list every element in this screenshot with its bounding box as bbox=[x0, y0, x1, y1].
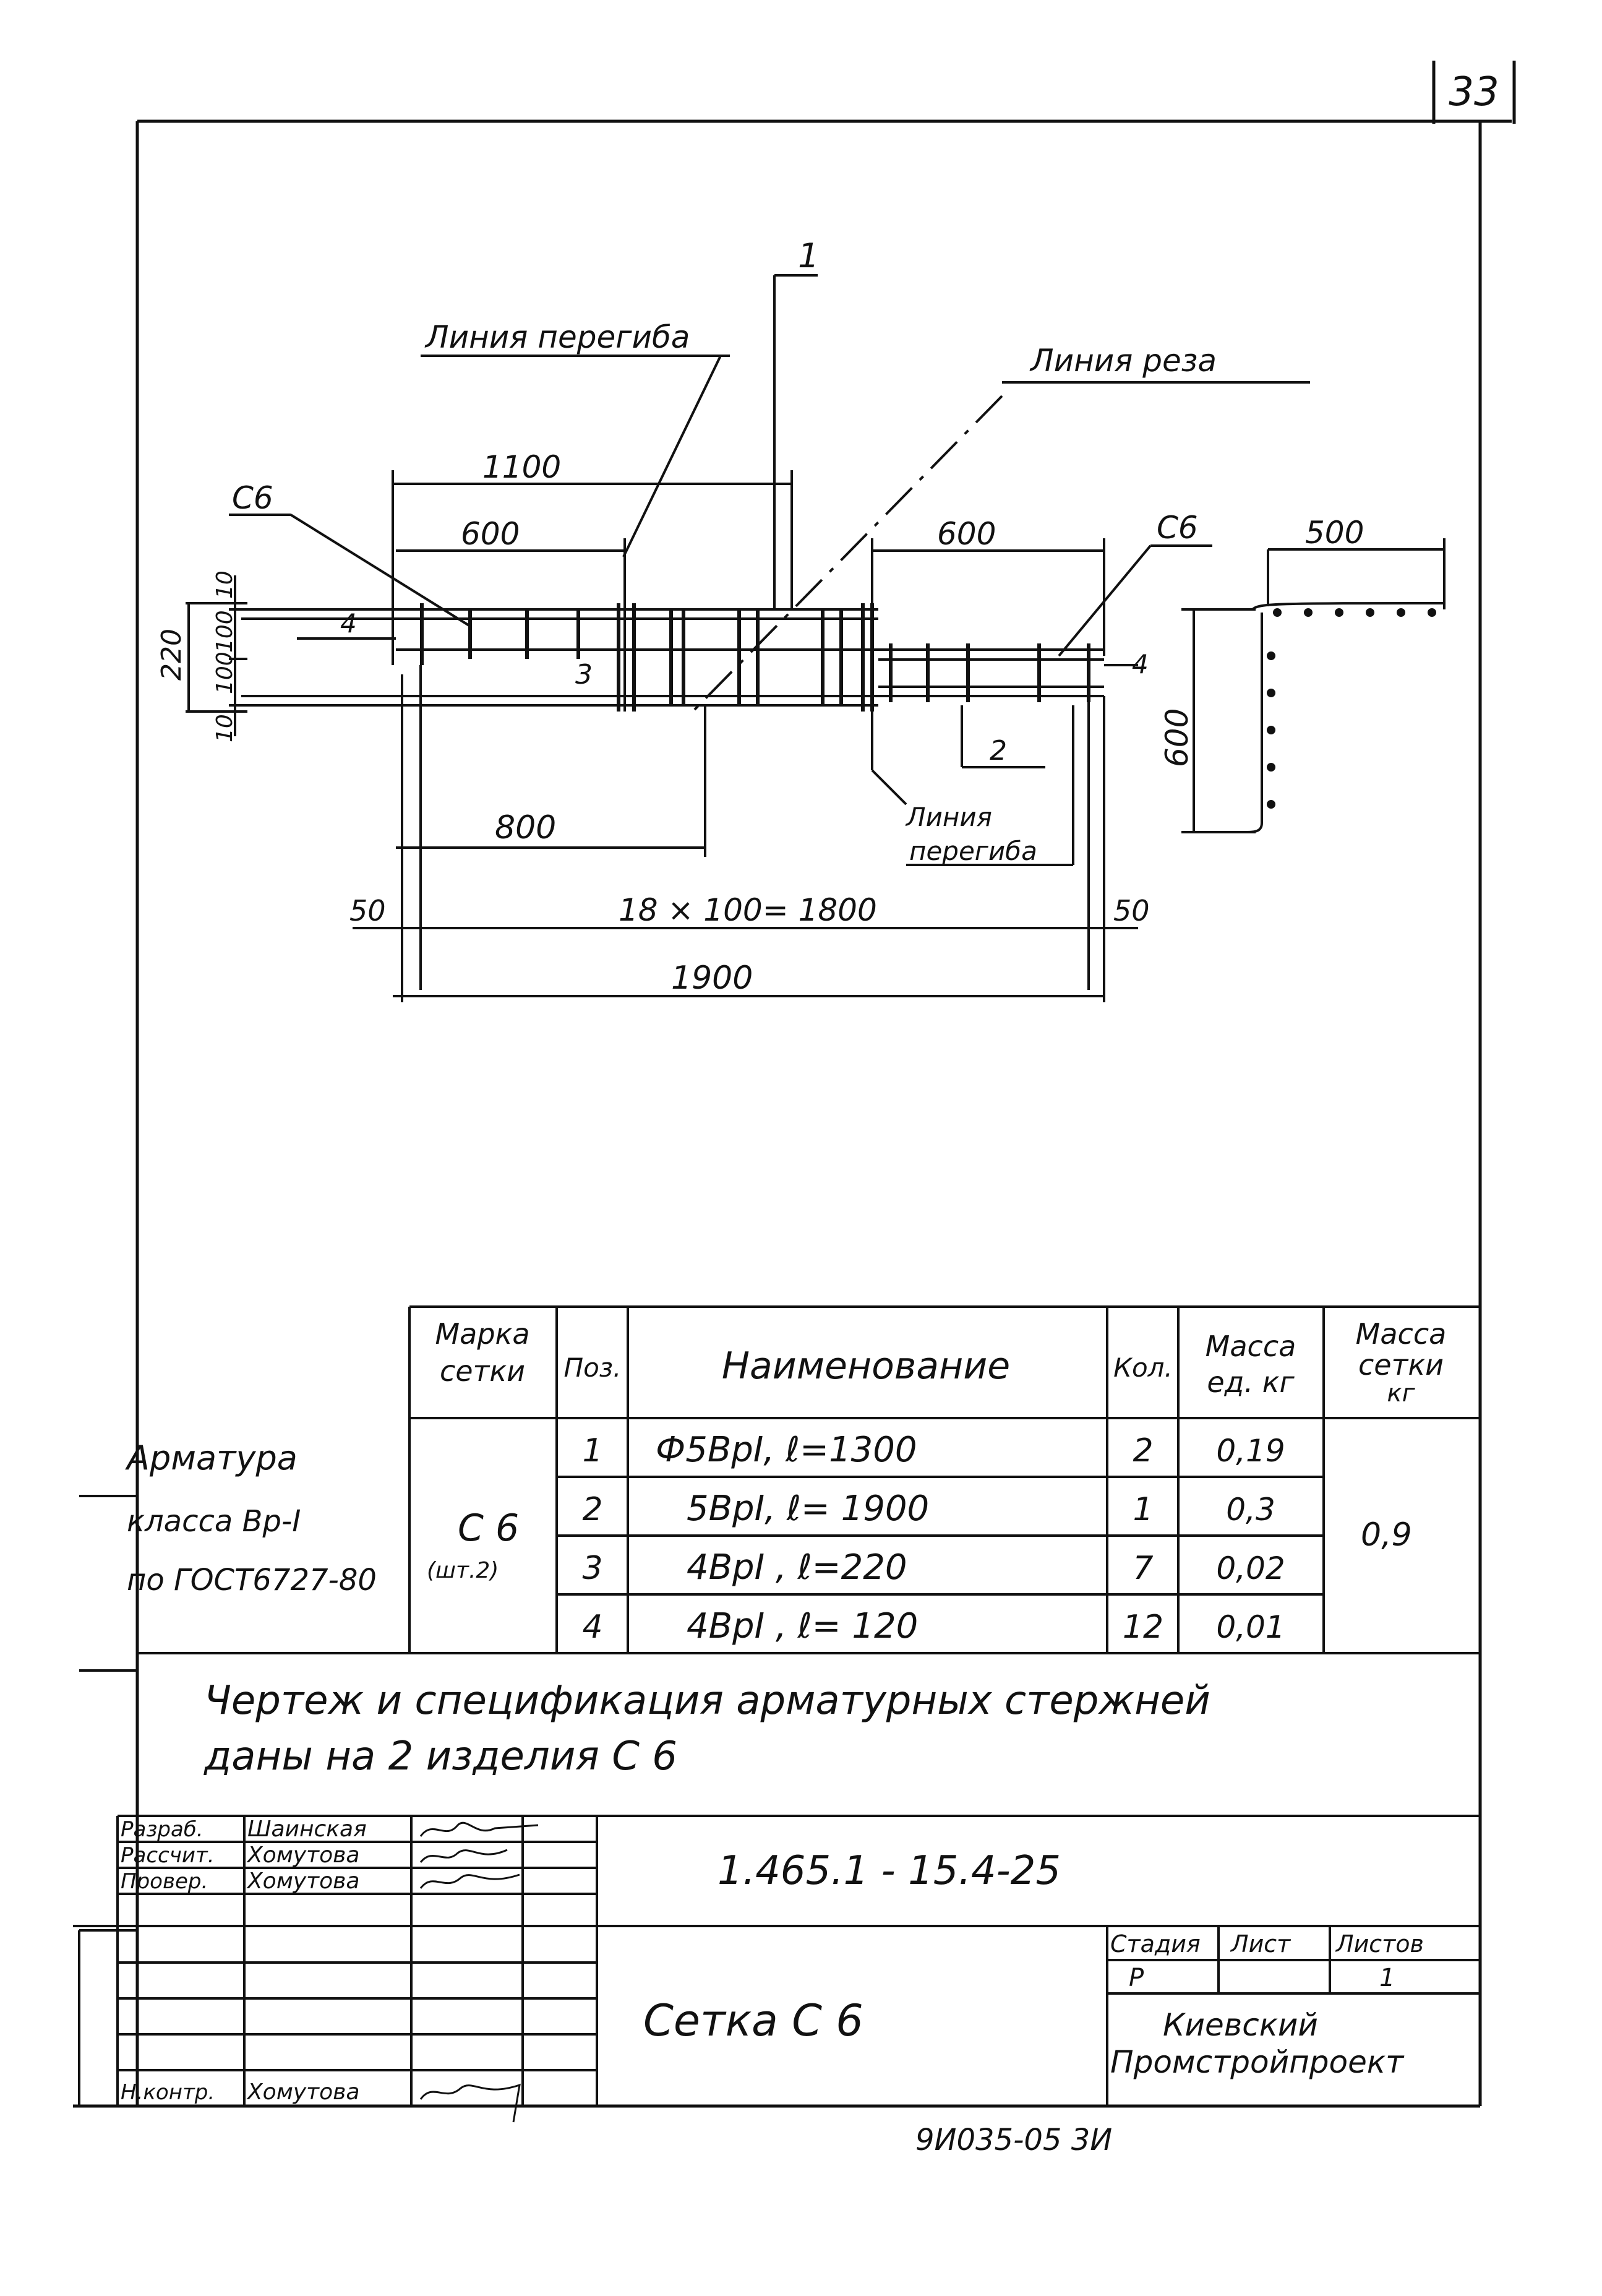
row-pos: 3 bbox=[582, 1550, 602, 1587]
dim-50-right: 50 bbox=[1113, 894, 1150, 927]
page-number-box: 33 bbox=[1432, 61, 1516, 124]
table-row: 1 Ф5ВрІ, ℓ=1300 2 0,19 bbox=[582, 1430, 1285, 1470]
dim-10-bottom: 10 bbox=[212, 714, 238, 742]
role-name: Хомутова bbox=[246, 2079, 359, 2105]
row-name: 4ВрІ , ℓ= 120 bbox=[687, 1606, 918, 1646]
pos-label-3: 3 bbox=[575, 659, 593, 690]
mesh-drawing: 1 Линия перегиба Линия реза 1100 600 С6 … bbox=[156, 236, 1446, 1002]
side-label-2: класса Вр-І bbox=[127, 1504, 301, 1539]
row-qty: 7 bbox=[1133, 1550, 1153, 1587]
dim-600-left: 600 bbox=[461, 516, 520, 552]
page-number: 33 bbox=[1449, 69, 1499, 115]
dim-1100: 1100 bbox=[482, 449, 561, 485]
row-qty: 1 bbox=[1133, 1491, 1153, 1528]
dim-600-right: 600 bbox=[937, 516, 996, 552]
row-mass: 0,01 bbox=[1216, 1609, 1285, 1645]
dim-10-top: 10 bbox=[212, 570, 238, 599]
bend-line-label: Линия перегиба bbox=[424, 319, 690, 355]
doc-code: 1.465.1 - 15.4-25 bbox=[717, 1848, 1061, 1894]
header-unit-mass-1: Масса bbox=[1206, 1330, 1296, 1363]
stage-value: Р bbox=[1129, 1964, 1144, 1992]
section-mark: 1 bbox=[798, 236, 819, 275]
row-name: Ф5ВрІ, ℓ=1300 bbox=[656, 1430, 917, 1470]
row-pos: 1 bbox=[582, 1432, 602, 1469]
role-name: Хомутова bbox=[246, 1842, 359, 1868]
cut-line-label: Линия реза bbox=[1029, 343, 1217, 379]
signature-marks bbox=[419, 1821, 539, 2123]
table-row: 2 5ВрІ, ℓ= 1900 1 0,3 bbox=[582, 1489, 1275, 1529]
header-mesh-mass-2: сетки bbox=[1358, 1348, 1444, 1382]
row-name: 4ВрІ , ℓ=220 bbox=[687, 1547, 907, 1588]
pos-label-4-right: 4 bbox=[1132, 649, 1149, 679]
dim-220: 220 bbox=[156, 629, 187, 681]
row-pos: 2 bbox=[582, 1491, 602, 1528]
mesh-mark-left: С6 bbox=[232, 480, 273, 516]
row-mass: 0,02 bbox=[1216, 1550, 1285, 1586]
role-name: Хомутова bbox=[246, 1868, 359, 1894]
dim-18x100: 18 × 100= 1800 bbox=[619, 892, 877, 928]
org-line-2: Промстройпроект bbox=[1110, 2044, 1405, 2080]
mesh-mark-right: С6 bbox=[1157, 510, 1198, 546]
row-name: 5ВрІ, ℓ= 1900 bbox=[687, 1489, 929, 1529]
doc-title: Сетка С 6 bbox=[643, 1995, 863, 2046]
pos-label-4-left: 4 bbox=[340, 608, 357, 638]
dim-100-a: 100 bbox=[212, 610, 238, 653]
header-unit-mass-2: ед. кг bbox=[1207, 1365, 1295, 1399]
side-label-1: Арматура bbox=[125, 1438, 298, 1477]
row-mass: 0,3 bbox=[1226, 1492, 1275, 1528]
row-qty: 12 bbox=[1123, 1609, 1163, 1646]
role-label: Провер. bbox=[121, 1869, 208, 1894]
table-row: 4 4ВрІ , ℓ= 120 12 0,01 bbox=[582, 1606, 1285, 1646]
sheet-frame bbox=[73, 119, 1512, 2108]
note-line-1: Чертеж и спецификация арматурных стержне… bbox=[204, 1678, 1210, 1724]
mark-value: С 6 bbox=[458, 1507, 519, 1550]
sheet-label: Лист bbox=[1230, 1930, 1291, 1958]
stage-label: Стадия bbox=[1110, 1930, 1201, 1958]
table-row: 3 4ВрІ , ℓ=220 7 0,02 bbox=[582, 1547, 1285, 1588]
header-mesh-mass-1: Масса bbox=[1356, 1317, 1447, 1351]
header-qty: Кол. bbox=[1113, 1352, 1173, 1383]
role-label: Н.контр. bbox=[121, 2080, 215, 2105]
dim-800: 800 bbox=[495, 809, 556, 846]
role-label: Рассчит. bbox=[121, 1843, 215, 1868]
header-mark-1: Марка bbox=[435, 1317, 529, 1351]
role-name: Шаинская bbox=[247, 1817, 367, 1842]
header-pos: Поз. bbox=[564, 1352, 622, 1383]
org-line-1: Киевский bbox=[1163, 2007, 1318, 2043]
bend-line-label-2a: Линия bbox=[905, 802, 992, 832]
note: Чертеж и спецификация арматурных стержне… bbox=[203, 1678, 1210, 1779]
bend-line-label-2b: перегиба bbox=[909, 836, 1037, 866]
row-pos: 4 bbox=[582, 1609, 602, 1646]
side-label-3: по ГОСТ6727-80 bbox=[127, 1563, 377, 1597]
dim-100-b: 100 bbox=[212, 651, 238, 694]
mark-note: (шт.2) bbox=[427, 1558, 499, 1583]
dim-50-left: 50 bbox=[349, 894, 386, 927]
sheets-value: 1 bbox=[1379, 1964, 1395, 1992]
role-label: Разраб. bbox=[121, 1817, 203, 1842]
header-name: Наименование bbox=[722, 1344, 1010, 1388]
mesh-mass-value: 0,9 bbox=[1361, 1516, 1412, 1554]
row-mass: 0,19 bbox=[1216, 1433, 1285, 1469]
dim-600-vertical: 600 bbox=[1159, 708, 1195, 767]
title-block: Разраб. Шаинская Рассчит. Хомутова Прове… bbox=[73, 1815, 1480, 2123]
header-mark-2: сетки bbox=[440, 1354, 525, 1388]
sheets-label: Листов bbox=[1335, 1930, 1424, 1958]
bottom-stamp: 9И035-05 3И bbox=[915, 2123, 1112, 2157]
header-mesh-mass-3: кг bbox=[1387, 1379, 1415, 1408]
dim-1900: 1900 bbox=[671, 960, 753, 997]
spec-table: Марка сетки Поз. Наименование Кол. Масса… bbox=[125, 1305, 1480, 1654]
note-line-2: даны на 2 изделия С 6 bbox=[203, 1734, 677, 1779]
row-qty: 2 bbox=[1133, 1432, 1153, 1469]
pos-label-2: 2 bbox=[990, 735, 1007, 767]
dim-500: 500 bbox=[1305, 515, 1364, 551]
